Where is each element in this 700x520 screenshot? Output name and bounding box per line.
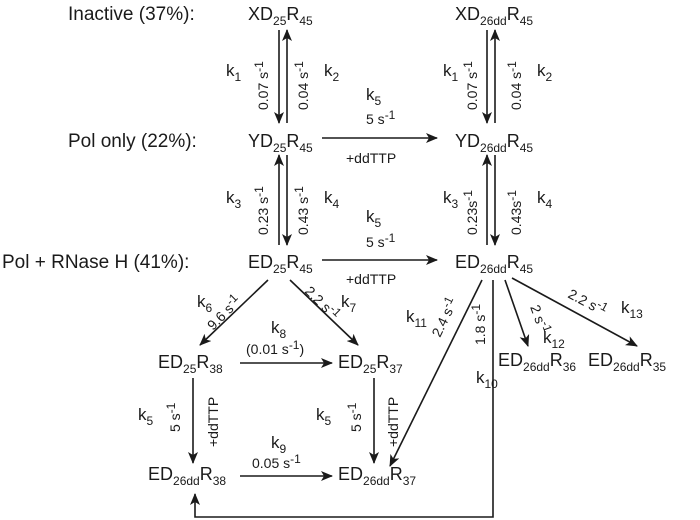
arrow-k13 bbox=[511, 277, 638, 347]
rate-k2-right: 0.04 s-1 bbox=[505, 61, 524, 110]
k3-right-label: k3 bbox=[443, 188, 459, 211]
k4-left-label: k4 bbox=[324, 188, 340, 211]
k3-left-label: k3 bbox=[226, 188, 242, 211]
rate-k1-left: 0.07 s-1 bbox=[252, 61, 271, 110]
k2-left-label: k2 bbox=[324, 61, 340, 84]
rate-k5-top: 5 s-1 bbox=[366, 108, 396, 127]
species-xd25-r45: XD25R45 bbox=[248, 4, 313, 28]
ddttp-low-right: +ddTTP bbox=[385, 397, 401, 447]
k5-top-label: k5 bbox=[366, 85, 382, 108]
rate-k5-low-right: 5 s-1 bbox=[345, 402, 364, 432]
arrow-k10 bbox=[190, 280, 494, 518]
species-ed25-r38: ED25R38 bbox=[158, 352, 223, 376]
species-yd26dd-r45: YD26ddR45 bbox=[455, 131, 533, 155]
rate-k13: 2.2 s-1 bbox=[566, 283, 611, 319]
species-yd25-r45: YD25R45 bbox=[248, 131, 313, 155]
k8-label: k8 bbox=[271, 318, 287, 341]
k5-mid-label: k5 bbox=[366, 207, 382, 230]
ddttp-low-left: +ddTTP bbox=[205, 397, 221, 447]
arrow-k12 bbox=[504, 279, 530, 347]
k4-right-label: k4 bbox=[537, 188, 553, 211]
label-pol-rnaseh: Pol + RNase H (41%): bbox=[2, 252, 189, 273]
rate-k3-left: 0.23 s-1 bbox=[252, 186, 271, 235]
k12-label: k12 bbox=[543, 328, 565, 351]
k10-label: k10 bbox=[476, 368, 498, 391]
rate-k12: 2 s-1 bbox=[527, 302, 555, 336]
species-xd26dd-r45: XD26ddR45 bbox=[455, 4, 533, 28]
rate-k4-right: 0.43s-1 bbox=[505, 190, 524, 235]
species-ed25-r45: ED25R45 bbox=[248, 252, 313, 276]
species-ed26dd-r35: ED26ddR35 bbox=[588, 350, 666, 374]
species-ed26dd-r37: ED26ddR37 bbox=[338, 464, 416, 488]
arrow-k11 bbox=[389, 279, 483, 467]
arrow-k7 bbox=[289, 279, 359, 346]
rate-k3-right: 0.23s-1 bbox=[461, 190, 480, 235]
ddttp-mid: +ddTTP bbox=[346, 271, 396, 287]
k1-left-label: k1 bbox=[226, 61, 242, 84]
rate-k1-right: 0.07 s-1 bbox=[461, 61, 480, 110]
rate-k5-low-left: 5 s-1 bbox=[164, 402, 183, 432]
k6-label: k6 bbox=[197, 292, 213, 315]
k5-low-right-label: k5 bbox=[316, 405, 332, 428]
k1-right-label: k1 bbox=[443, 61, 459, 84]
species-ed26dd-r38: ED26ddR38 bbox=[148, 464, 226, 488]
k2-right-label: k2 bbox=[537, 61, 553, 84]
k7-label: k7 bbox=[341, 292, 357, 315]
label-inactive: Inactive (37%): bbox=[68, 4, 195, 25]
species-ed26dd-r45: ED26ddR45 bbox=[455, 252, 533, 276]
arrow-k6 bbox=[199, 279, 269, 346]
k13-label: k13 bbox=[621, 298, 643, 321]
ddttp-top: +ddTTP bbox=[346, 150, 396, 166]
k9-label: k9 bbox=[271, 433, 287, 456]
rate-k10: 1.8 s-1 bbox=[469, 304, 488, 345]
rate-k5-mid: 5 s-1 bbox=[366, 231, 396, 250]
k5-low-left-label: k5 bbox=[138, 405, 154, 428]
rate-k2-left: 0.04 s-1 bbox=[292, 61, 311, 110]
rate-k4-left: 0.43 s-1 bbox=[292, 186, 311, 235]
rate-k8: (0.01 s-1) bbox=[246, 338, 304, 357]
rate-k9: 0.05 s-1 bbox=[252, 452, 301, 471]
species-ed25-r37: ED25R37 bbox=[338, 352, 403, 376]
k11-label: k11 bbox=[406, 307, 427, 330]
label-pol-only: Pol only (22%): bbox=[68, 131, 197, 152]
species-ed26dd-r36: ED26ddR36 bbox=[498, 350, 576, 374]
rate-k7: 2.2 s-1 bbox=[302, 281, 345, 324]
